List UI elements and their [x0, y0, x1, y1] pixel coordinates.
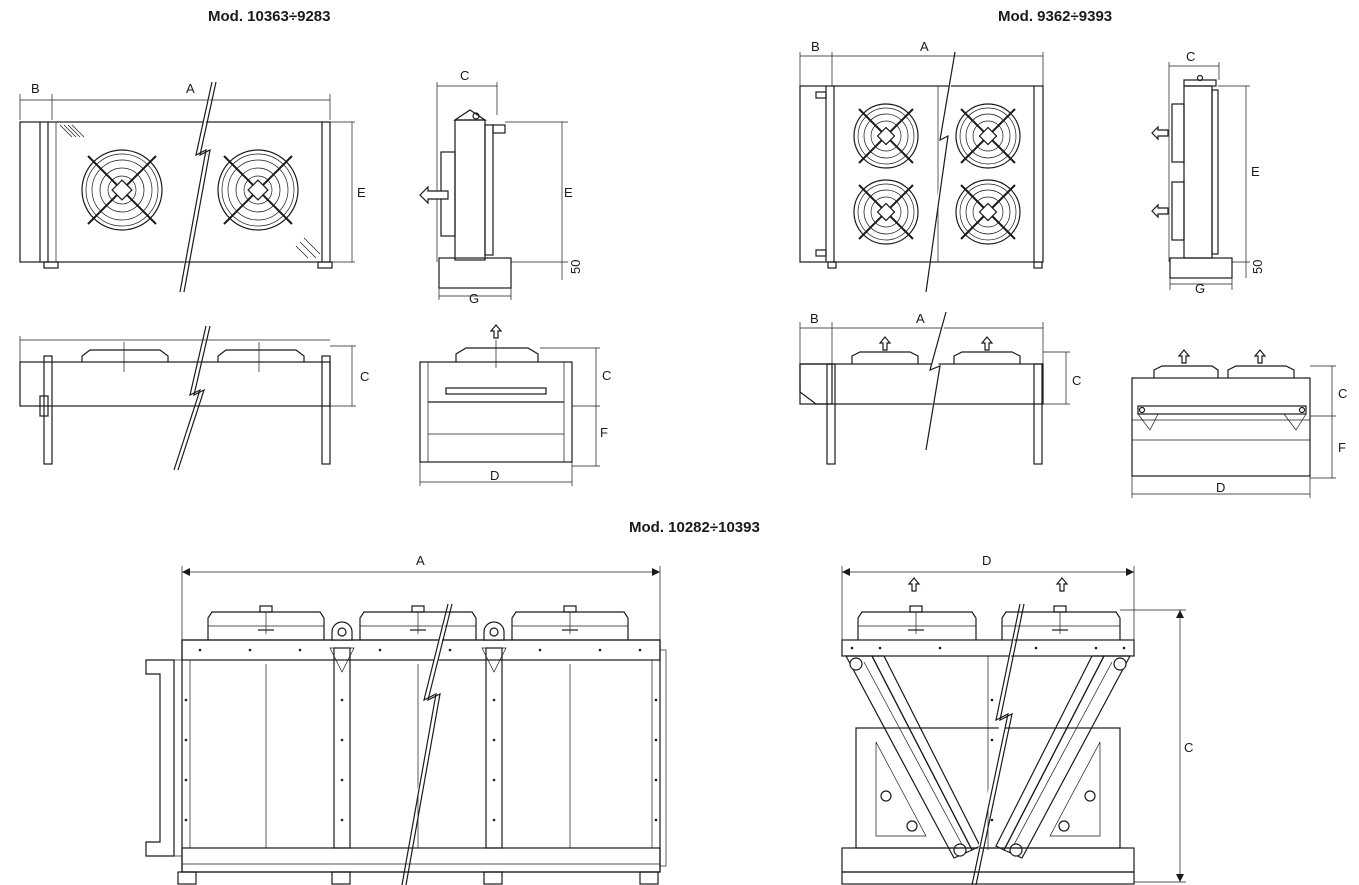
dim-label-g: G	[1195, 281, 1205, 296]
drawing-top-left-top: C	[19, 325, 369, 471]
dim-label-50: 50	[568, 260, 583, 274]
dim-label-d: D	[490, 468, 499, 483]
drawing-top-right-top: B A C	[799, 311, 1081, 465]
drawing-bottom-end: D	[841, 553, 1193, 885]
dim-label-e: E	[564, 185, 573, 200]
dim-label-g: G	[469, 291, 479, 306]
dim-label-c: C	[1072, 373, 1081, 388]
drawing-top-left-front: B A E	[19, 81, 366, 293]
drawing-bottom-front: A	[145, 553, 667, 885]
title-top-left: Mod. 10363÷9283	[208, 8, 331, 25]
dim-label-c: C	[1186, 49, 1195, 64]
dim-label-b: B	[810, 311, 819, 326]
dim-label-b: B	[31, 81, 40, 96]
dim-label-a: A	[416, 553, 425, 568]
dim-label-50: 50	[1250, 260, 1265, 274]
dim-label-c: C	[360, 369, 369, 384]
dim-label-b: B	[811, 39, 820, 54]
drawing-top-right-end: D C F	[1131, 349, 1347, 498]
dim-label-a: A	[186, 81, 195, 96]
dim-label-c: C	[1338, 386, 1347, 401]
dim-label-f: F	[600, 425, 608, 440]
dim-label-f: F	[1338, 440, 1346, 455]
dim-label-d: D	[1216, 480, 1225, 495]
dim-label-a: A	[920, 39, 929, 54]
dim-label-c: C	[602, 368, 611, 383]
drawing-top-left-end: D C F	[419, 324, 611, 486]
dim-label-d: D	[982, 553, 991, 568]
title-bottom: Mod. 10282÷10393	[629, 519, 760, 536]
title-top-right: Mod. 9362÷9393	[998, 8, 1113, 25]
dim-label-c: C	[460, 68, 469, 83]
dim-label-e: E	[1251, 164, 1260, 179]
dim-label-a: A	[916, 311, 925, 326]
dim-label-e: E	[357, 185, 366, 200]
drawing-top-left-side: C G E 50	[419, 68, 583, 306]
dim-label-c: C	[1184, 740, 1193, 755]
drawing-top-right-front: B A	[799, 39, 1044, 293]
drawing-top-right-side: C G E 50	[1151, 49, 1265, 296]
